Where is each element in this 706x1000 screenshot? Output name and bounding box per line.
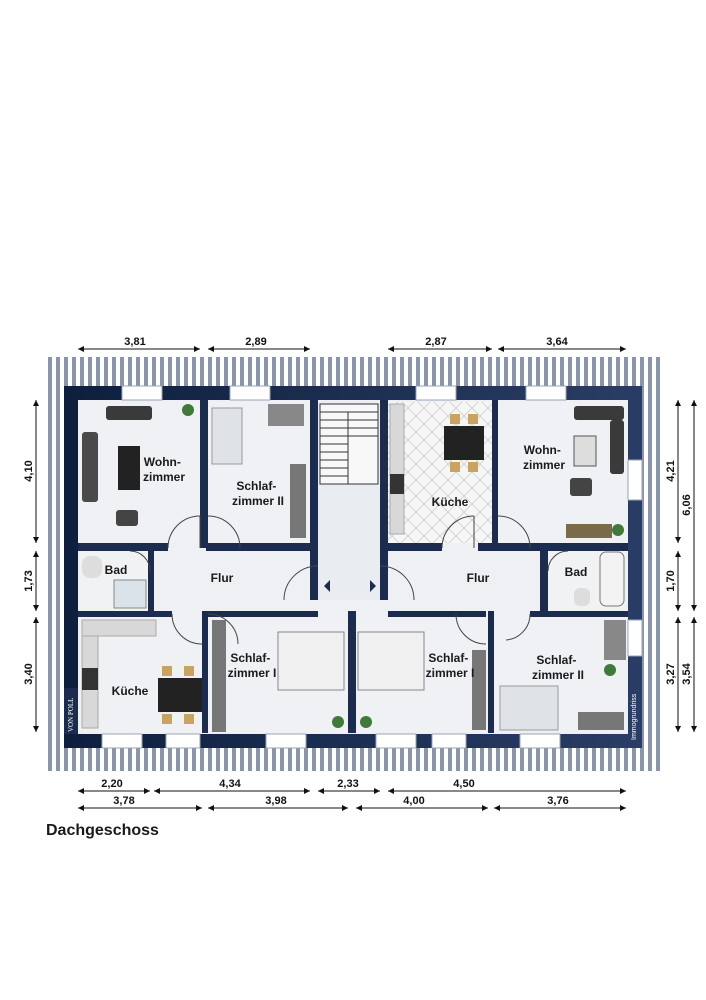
dim-top-2: 2,89 — [245, 336, 266, 348]
logo-text: VON POLL — [67, 698, 75, 732]
room-label-wohnzimmer-left: Wohn- zimmer — [143, 455, 185, 484]
dim-bottom1-2: 4,34 — [219, 778, 241, 790]
room-label-schlafzimmer-ii-right: Schlaf- zimmer II — [532, 653, 584, 682]
dim-right-inner-2: 1,70 — [665, 570, 677, 591]
windows — [101, 385, 643, 749]
doors — [129, 515, 569, 645]
room-labels: Wohn- zimmer Schlaf- zimmer II Küche Woh… — [105, 443, 588, 698]
dim-right-inner-3: 3,27 — [665, 663, 677, 684]
dim-top-4: 3,64 — [546, 336, 568, 348]
dim-left-1: 4,10 — [23, 460, 35, 481]
furniture — [81, 403, 626, 732]
dim-bottom1-1: 2,20 — [101, 778, 122, 790]
stair-arrows — [324, 580, 376, 592]
room-floors — [80, 402, 626, 732]
dim-bottom2-3: 4,00 — [403, 795, 424, 807]
credit-text: Immogrundriss — [631, 693, 638, 740]
dim-bottom2-2: 3,98 — [265, 795, 286, 807]
dim-top-3: 2,87 — [425, 336, 446, 348]
dim-left-3: 3,40 — [23, 663, 35, 684]
dim-right-outer-1: 6,06 — [681, 494, 693, 515]
dim-left-2: 1,73 — [23, 570, 35, 591]
room-label-kueche-left: Küche — [112, 684, 149, 698]
dim-bottom2-1: 3,78 — [113, 795, 134, 807]
dim-bottom1-3: 2,33 — [337, 778, 358, 790]
staircase — [319, 403, 379, 485]
interior-walls — [78, 400, 628, 733]
room-label-schlafzimmer-i-left: Schlaf- zimmer I — [228, 651, 277, 680]
room-label-bad-right: Bad — [565, 565, 588, 579]
room-label-bad-left: Bad — [105, 563, 128, 577]
dim-bottom2-4: 3,76 — [547, 795, 568, 807]
dim-bottom1-4: 4,50 — [453, 778, 474, 790]
room-label-flur-left: Flur — [211, 571, 234, 585]
dim-top-1: 3,81 — [124, 336, 145, 348]
dimension-lines — [35, 348, 695, 809]
room-label-schlafzimmer-ii-left: Schlaf- zimmer II — [232, 479, 284, 508]
dim-right-outer-2: 3,54 — [681, 662, 693, 684]
plan-title: Dachgeschoss — [46, 822, 159, 839]
dim-right-inner-1: 4,21 — [665, 460, 677, 481]
dimension-arrowheads — [33, 346, 697, 811]
room-label-schlafzimmer-i-right: Schlaf- zimmer I — [426, 651, 475, 680]
room-label-kueche-right: Küche — [432, 495, 469, 509]
room-label-flur-right: Flur — [467, 571, 490, 585]
brand-logo: VON POLL — [64, 688, 78, 734]
dimension-labels: 3,81 2,89 2,87 3,64 2,20 4,34 2,33 4,50 … — [23, 336, 693, 807]
room-label-wohnzimmer-right: Wohn- zimmer — [523, 443, 565, 472]
